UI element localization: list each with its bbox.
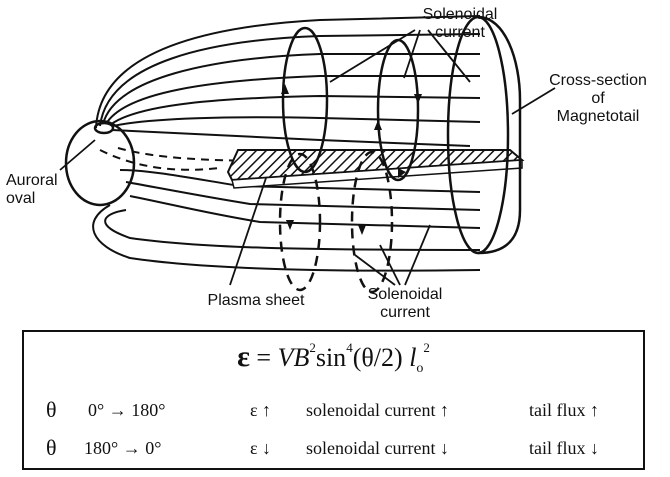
magnetotail-diagram: Solenoidal current Cross-section of Magn… xyxy=(0,0,670,330)
theta-range: 0° → 180° xyxy=(88,400,165,421)
epsilon-trend: ε ↓ xyxy=(250,438,271,459)
formula-box: ε = VB2sin4(θ/2) lo2 θ 0° → 180° ε ↑ sol… xyxy=(22,330,645,470)
upper-current-arrows xyxy=(281,84,422,130)
tail-cross-section xyxy=(448,17,508,253)
epsilon-symbol: ε xyxy=(237,340,250,373)
auroral-oval-label: Auroral oval xyxy=(6,172,76,208)
solenoidal-current-label-top: Solenoidal current xyxy=(400,6,520,42)
epsilon-equation: ε = VB2sin4(θ/2) lo2 xyxy=(24,340,643,377)
current-trend: solenoidal current ↓ xyxy=(306,438,449,459)
theta-symbol: θ xyxy=(46,435,57,461)
solenoidal-current-label-bottom: Solenoidal current xyxy=(350,286,460,322)
plasma-sheet-label: Plasma sheet xyxy=(186,292,326,310)
current-trend: solenoidal current ↑ xyxy=(306,400,449,421)
formula-row-decreasing: θ 180° → 0° ε ↓ solenoidal current ↓ tai… xyxy=(24,434,643,464)
flux-trend: tail flux ↓ xyxy=(529,438,599,459)
flux-trend: tail flux ↑ xyxy=(529,400,599,421)
epsilon-trend: ε ↑ xyxy=(250,400,271,421)
theta-range: 180° → 0° xyxy=(84,438,161,459)
formula-row-increasing: θ 0° → 180° ε ↑ solenoidal current ↑ tai… xyxy=(24,396,643,426)
magnetotail-drawing xyxy=(0,0,670,330)
theta-symbol: θ xyxy=(46,397,57,423)
cross-section-label: Cross-section of Magnetotail xyxy=(530,72,666,126)
